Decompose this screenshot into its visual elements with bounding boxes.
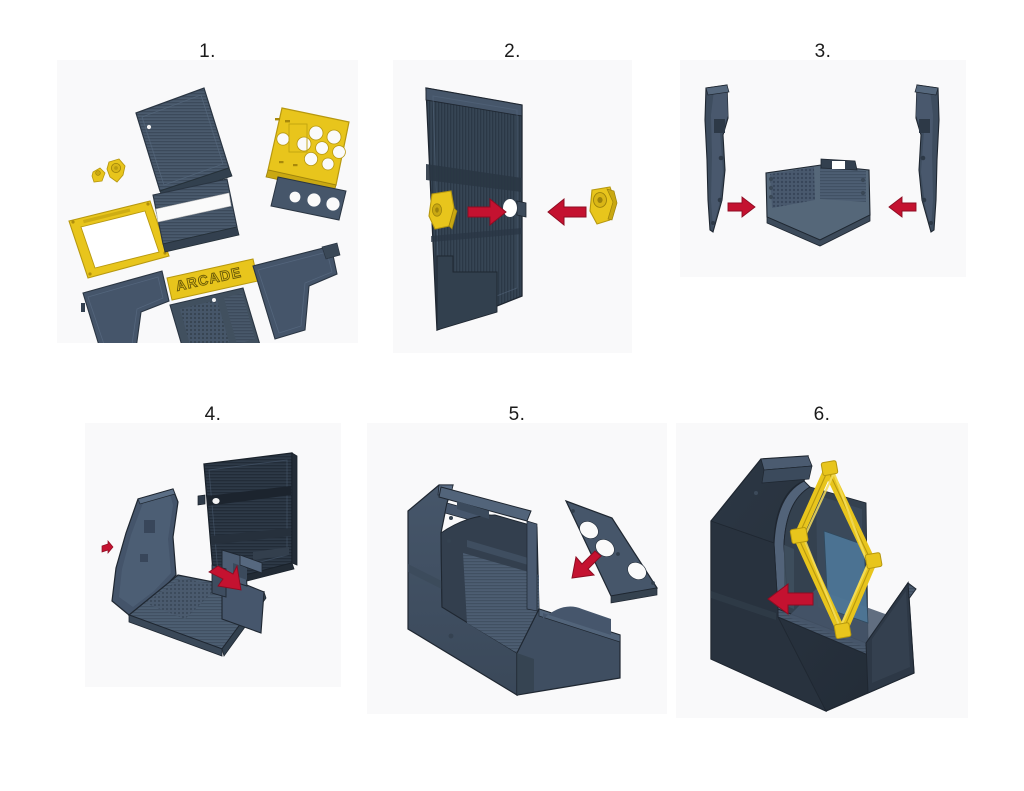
step-3-label: 3. (814, 41, 832, 62)
step-4-label: 4. (204, 404, 222, 425)
arrow-side-clip (101, 540, 114, 554)
part-marquee-frame-yellow-large (789, 460, 883, 639)
step-2-container: 2. (393, 41, 632, 353)
arrow-insert-left (547, 197, 587, 227)
part-base-floor-panel (169, 287, 260, 343)
part-joystick-knob-yellow (428, 190, 458, 230)
arrow-attach-right-wall (888, 196, 917, 218)
step-1-label: 1. (199, 41, 216, 62)
part-joystick-mount-yellow (589, 186, 618, 225)
step-4-image (85, 423, 341, 687)
part-speaker-panel-dark (270, 176, 347, 221)
part-speaker-plate-with-holes (564, 499, 658, 604)
part-cabinet-frame-open (111, 488, 267, 657)
step-5-container: 5. (367, 404, 667, 714)
step-2-label: 2. (504, 41, 521, 62)
arrow-insert-right (467, 197, 507, 227)
step-3-image (680, 60, 966, 277)
mounting-hole (503, 199, 517, 217)
part-marquee-frame-yellow (68, 200, 170, 279)
part-base-plate (765, 158, 871, 247)
part-shelf-panel-dark (152, 178, 240, 253)
step-1-image: ARCADE (57, 60, 358, 343)
arrow-attach-left-wall (727, 196, 756, 218)
arrow-fit-speaker-plate (571, 550, 602, 579)
arrow-seat-back-panel (208, 564, 242, 591)
step-6-label: 6. (813, 404, 831, 425)
step-6-image (676, 423, 968, 718)
step-3-container: 3. (680, 41, 966, 277)
part-side-panel-right (252, 242, 341, 340)
part-back-panel-dark (135, 87, 233, 200)
arrow-slide-marquee (767, 583, 814, 615)
part-control-panel-yellow (265, 107, 350, 193)
step-4-container: 4. (85, 404, 341, 687)
part-joystick-ball-small (91, 167, 106, 183)
step-5-label: 5. (508, 404, 526, 425)
step-6-container: 6. (676, 404, 968, 718)
step-5-image (367, 423, 667, 714)
part-cabinet-body-assembled (407, 484, 621, 697)
part-side-wall-right (914, 84, 940, 233)
part-joystick-base (106, 158, 126, 183)
step-2-image (393, 60, 632, 353)
step-1-container: 1. (57, 41, 358, 343)
part-side-wall-left (704, 84, 730, 233)
part-side-panel-left (81, 270, 170, 343)
